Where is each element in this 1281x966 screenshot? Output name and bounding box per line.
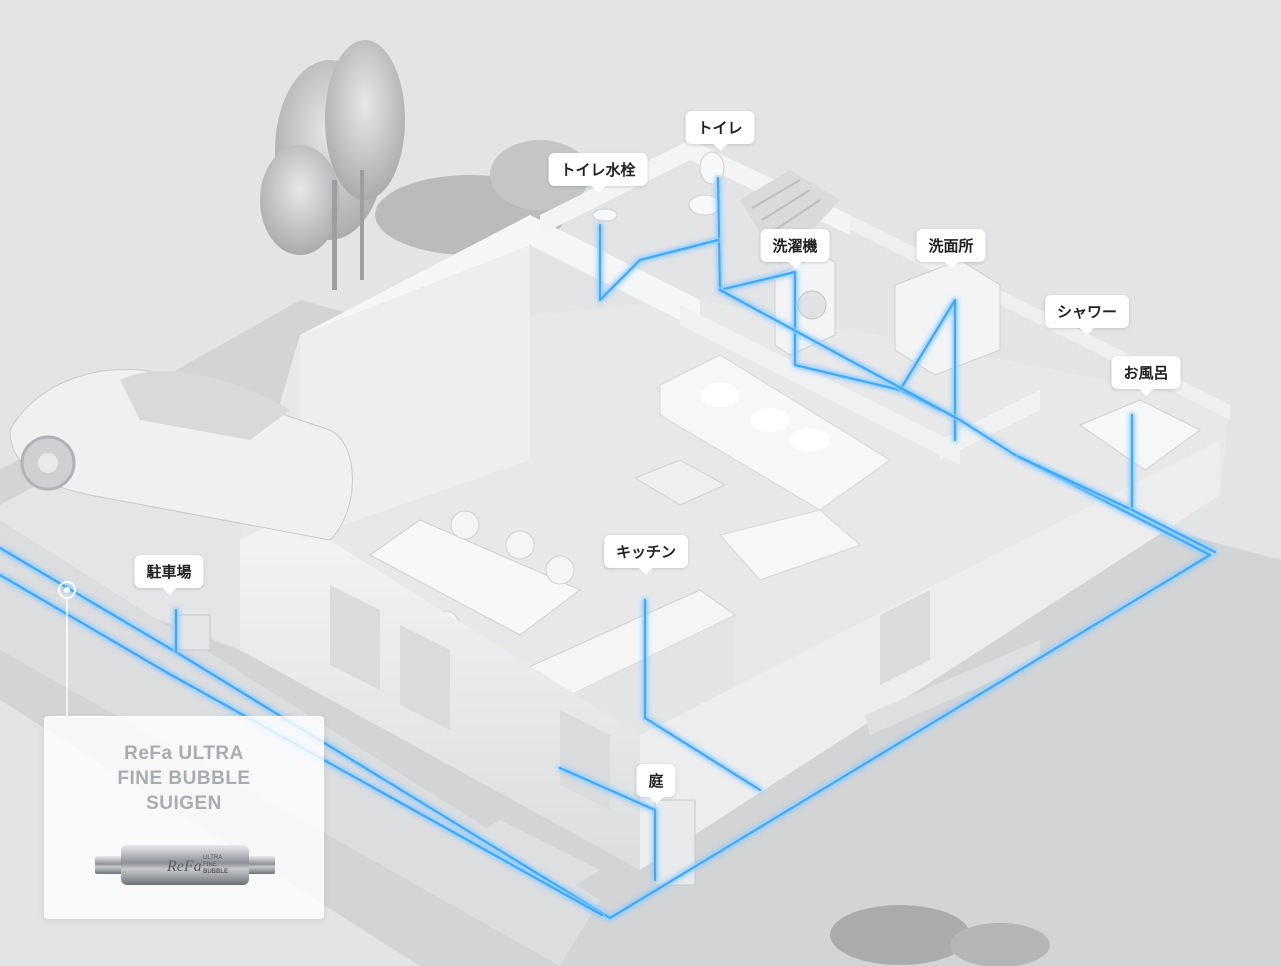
callout-parking[interactable]: 駐車場 (134, 555, 204, 595)
callout-bath[interactable]: お風呂 (1111, 356, 1181, 396)
pipe-shower-branch (1130, 508, 1217, 554)
callout-washroom[interactable]: 洗面所 (916, 229, 986, 269)
step (460, 820, 600, 895)
product-name: ReFa ULTRA FINE BUBBLE SUIGEN (45, 741, 323, 816)
pipe-inner-line (0, 573, 604, 917)
toilet-basin (592, 208, 618, 222)
callout-toilet[interactable]: トイレ (685, 111, 755, 151)
staircase (740, 170, 840, 265)
partition-wall (940, 390, 1040, 460)
callout-kitchen[interactable]: キッチン (603, 535, 689, 575)
car (9, 368, 353, 541)
product-device-image: ReFa ULTRA FINE BUBBLE (95, 845, 275, 885)
product-name-line: SUIGEN (146, 793, 222, 814)
bathtub (1078, 399, 1201, 471)
product-name-line: FINE BUBBLE (117, 768, 251, 789)
callout-toilet-faucet[interactable]: トイレ水栓 (548, 153, 648, 193)
device-small-text: ULTRA (203, 855, 222, 861)
pipe-kitchen-branch (643, 598, 762, 792)
callout-garden[interactable]: 庭 (636, 764, 676, 804)
pipe-washing-branch (718, 270, 902, 392)
parking-faucet-box (174, 614, 211, 651)
entrance-wall (300, 245, 530, 540)
partition-wall (680, 305, 960, 465)
water-pipe-network (0, 175, 1218, 921)
device-thread-left (95, 856, 125, 874)
coffee-table (633, 459, 727, 506)
pipe-toilet-branch (716, 176, 722, 292)
bush (830, 905, 970, 965)
pipe-main-line (0, 453, 1212, 920)
device-engraving: ReFa (166, 858, 202, 875)
sofa (659, 354, 891, 581)
device-body (121, 845, 249, 885)
pipe-toilet-faucet-branch (598, 223, 720, 302)
deck-step (865, 640, 1040, 735)
bush (950, 923, 1050, 966)
pipe-back-line (718, 288, 1017, 457)
device-small-text: BUBBLE (203, 869, 228, 875)
device-thread-right (245, 856, 275, 874)
product-name-line: ReFa ULTRA (124, 743, 244, 764)
pipe-garden-branch (558, 766, 657, 882)
callout-washing-machine[interactable]: 洗濯機 (760, 229, 830, 269)
callout-shower[interactable]: シャワー (1044, 295, 1130, 335)
product-connector (58, 581, 76, 716)
device-small-text: FINE (203, 862, 217, 868)
product-card[interactable]: ReFa ULTRA FINE BUBBLE SUIGEN ReFa ULTRA… (44, 716, 324, 919)
